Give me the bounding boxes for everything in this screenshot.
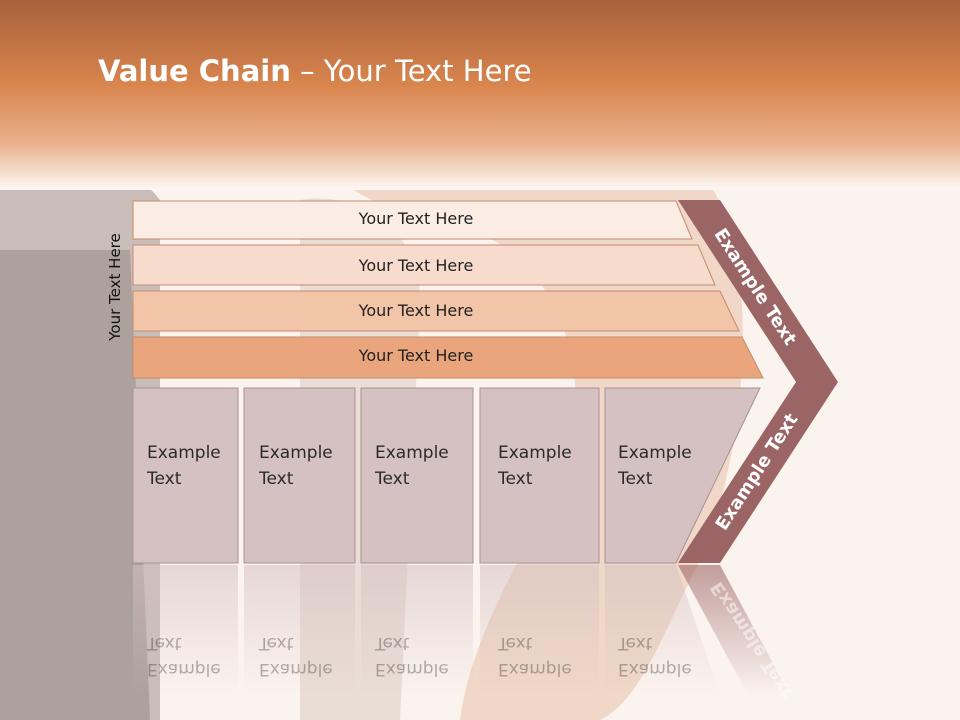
row-bar-2 [132,244,716,286]
row-label-4: Your Text Here [358,346,474,365]
box-reflection-4-line2: Text [498,633,533,653]
reflection-group [133,565,790,695]
slide-title: Value Chain – Your Text Here [98,54,532,88]
box-label-3-line1: Example [375,443,449,463]
box-label-2-line1: Example [259,443,333,463]
row-bar-3 [132,290,740,332]
row-label-3: Your Text Here [358,301,474,320]
activity-box-5 [604,387,761,564]
box-reflection-3-line2: Text [375,633,410,653]
box-label-1-line1: Example [147,443,221,463]
box-label-4-line2: Text [498,469,533,489]
box-reflection-4-line1: Example [498,659,572,679]
activity-box-3 [360,387,474,564]
activity-box-2 [243,387,356,564]
box-reflection-4: Example Text [498,630,572,682]
box-label-5-line1: Example [618,443,692,463]
row-label-1: Your Text Here [358,209,474,228]
row-bar-4 [132,336,764,379]
box-reflection-5-line2: Text [618,633,653,653]
box-reflection-5: Example Text [618,630,692,682]
box-reflection-5-line1: Example [618,659,692,679]
activity-box-1 [132,387,239,564]
box-reflection-3-line1: Example [375,659,449,679]
box-reflection-2: Example Text [259,630,333,682]
box-reflection-2-line2: Text [259,633,294,653]
box-reflection-2-line1: Example [259,659,333,679]
box-label-4-line1: Example [498,443,572,463]
row-bar-1 [132,200,693,240]
slide-title-rest: – Your Text Here [290,54,532,88]
row-label-2: Your Text Here [358,256,474,275]
box-label-3-line2: Text [375,469,410,489]
box-reflection-1: Example Text [147,630,221,682]
box-label-5-line2: Text [618,469,653,489]
box-label-1-line2: Text [147,469,182,489]
box-reflection-1-line1: Example [147,659,221,679]
box-label-2-line2: Text [259,469,294,489]
box-reflection-1-line2: Text [147,633,182,653]
box-reflection-3: Example Text [375,630,449,682]
slide-title-bold: Value Chain [98,54,291,88]
activity-box-4 [479,387,600,564]
margin-chevron [678,200,838,563]
